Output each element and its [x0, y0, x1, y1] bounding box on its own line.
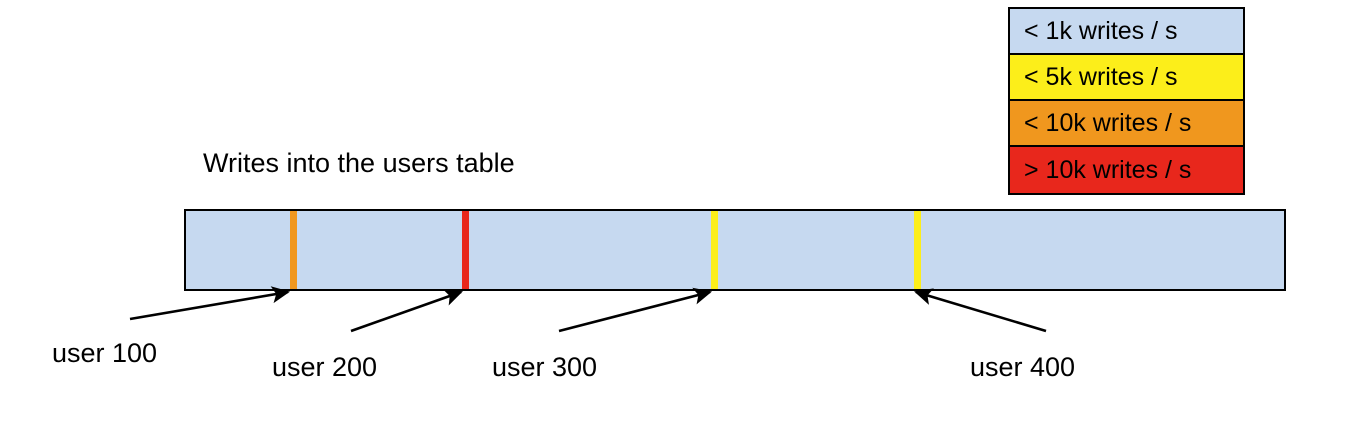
legend-row-over-10k: > 10k writes / s — [1010, 147, 1243, 193]
bar-marker-user-400 — [914, 211, 921, 289]
arrow-user-300 — [558, 287, 713, 333]
legend-row-under-10k: < 10k writes / s — [1010, 101, 1243, 147]
bar-marker-user-100 — [290, 211, 297, 289]
legend-row-under-5k: < 5k writes / s — [1010, 55, 1243, 101]
bar-marker-user-200 — [462, 211, 469, 289]
arrow-user-100 — [129, 286, 291, 321]
callout-label-user-100: user 100 — [52, 338, 158, 368]
legend-label-under-5k: < 5k writes / s — [1024, 62, 1178, 91]
callout-label-user-200: user 200 — [272, 352, 378, 382]
legend-label-under-10k: < 10k writes / s — [1024, 108, 1192, 137]
legend-label-over-10k: > 10k writes / s — [1024, 155, 1192, 184]
chart-title: Writes into the users table — [203, 148, 515, 178]
legend-label-under-1k: < 1k writes / s — [1024, 16, 1178, 45]
bar-marker-user-300 — [711, 211, 718, 289]
arrow-user-400 — [914, 288, 1047, 333]
users-table-bar — [184, 209, 1286, 291]
callout-label-user-300: user 300 — [492, 352, 598, 382]
callout-label-user-400: user 400 — [970, 352, 1076, 382]
legend-row-under-1k: < 1k writes / s — [1010, 9, 1243, 55]
legend: < 1k writes / s < 5k writes / s < 10k wr… — [1008, 7, 1245, 195]
arrow-user-200 — [350, 289, 463, 333]
